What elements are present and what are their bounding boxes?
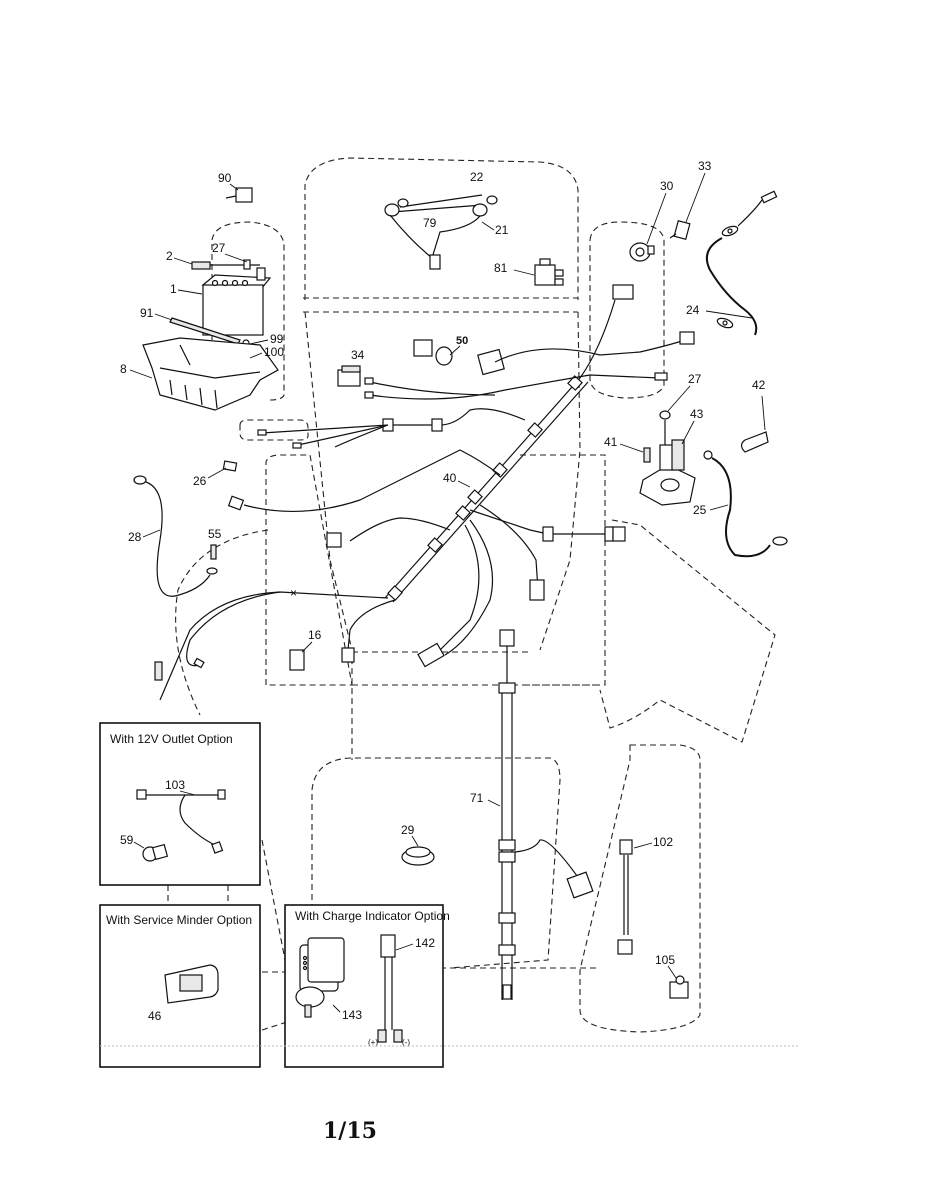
region-bottom-center bbox=[311, 757, 561, 969]
callout-143: 143 bbox=[342, 1008, 362, 1022]
battery-assembly bbox=[142, 187, 279, 411]
region-bottom-right bbox=[579, 744, 701, 1033]
option-box-12v-outlet: With 12V Outlet Option 103 59 bbox=[99, 722, 261, 886]
plus-terminal-label: (+) bbox=[368, 1038, 378, 1047]
page-number: 1/15 bbox=[323, 1118, 377, 1144]
part-41-screw bbox=[643, 447, 651, 463]
option-title-12v-outlet: With 12V Outlet Option bbox=[110, 732, 233, 746]
headlight-assembly bbox=[384, 194, 498, 270]
callout-105: 105 bbox=[655, 953, 675, 967]
callout-142: 142 bbox=[415, 936, 435, 950]
callout-100: 100 bbox=[264, 345, 284, 359]
part-81-relay bbox=[534, 258, 564, 286]
part-90-boot bbox=[225, 187, 253, 203]
part-105-component bbox=[669, 975, 689, 999]
callout-16: 16 bbox=[308, 628, 322, 642]
callout-25: 25 bbox=[693, 503, 707, 517]
callout-59: 59 bbox=[120, 833, 134, 847]
part-8-tray bbox=[142, 337, 279, 411]
outline-regions bbox=[167, 157, 776, 1033]
callout-2: 2 bbox=[166, 249, 173, 263]
part-40-main-harness: × bbox=[154, 284, 695, 701]
callout-27-solenoid: 27 bbox=[688, 372, 702, 386]
part-50-switch bbox=[413, 339, 453, 366]
region-connectors bbox=[167, 839, 600, 1031]
part-27-nut-solenoid bbox=[659, 410, 671, 420]
callout-26: 26 bbox=[193, 474, 207, 488]
region-dash-band bbox=[303, 297, 578, 313]
callout-29: 29 bbox=[401, 823, 415, 837]
callout-50: 50 bbox=[456, 335, 468, 347]
region-center bbox=[304, 311, 581, 760]
callout-91: 91 bbox=[140, 306, 154, 320]
region-small-left bbox=[239, 419, 309, 441]
part-55-bolt bbox=[210, 544, 217, 560]
region-center-rect bbox=[265, 454, 353, 686]
part-25-cable bbox=[703, 450, 788, 558]
callout-22: 22 bbox=[470, 170, 484, 184]
part-43-solenoid bbox=[639, 420, 696, 506]
callout-28: 28 bbox=[128, 530, 142, 544]
callout-55: 55 bbox=[208, 527, 222, 541]
callout-46: 46 bbox=[148, 1009, 162, 1023]
option-title-charge-indicator: With Charge Indicator Option bbox=[295, 909, 450, 923]
callout-43: 43 bbox=[690, 407, 704, 421]
part-2-bolt bbox=[191, 261, 260, 270]
minus-terminal-label: (-) bbox=[402, 1038, 410, 1047]
callouts: 90 27 2 1 91 99 100 8 22 79 21 81 50 34 … bbox=[120, 159, 766, 979]
part-46-service-minder bbox=[164, 964, 219, 1004]
part-27-nut bbox=[243, 259, 251, 270]
part-26-fuse bbox=[222, 460, 238, 472]
part-34-switch bbox=[337, 365, 361, 387]
callout-90: 90 bbox=[218, 171, 232, 185]
callout-71: 71 bbox=[470, 791, 484, 805]
region-battery bbox=[211, 221, 285, 401]
option-title-service-minder: With Service Minder Option bbox=[106, 913, 252, 927]
callout-1: 1 bbox=[170, 282, 177, 296]
callout-30: 30 bbox=[660, 179, 674, 193]
part-142-harness bbox=[377, 934, 403, 1043]
callout-8: 8 bbox=[120, 362, 127, 376]
region-right-rect bbox=[520, 454, 606, 686]
callout-42: 42 bbox=[752, 378, 766, 392]
callout-41: 41 bbox=[604, 435, 618, 449]
part-42-boot bbox=[740, 431, 769, 453]
part-28-cable bbox=[133, 475, 218, 597]
part-59-outlet bbox=[142, 843, 169, 862]
part-1-battery bbox=[201, 267, 272, 336]
part-24-cable bbox=[706, 190, 778, 336]
callout-34: 34 bbox=[351, 348, 365, 362]
part-33-key bbox=[669, 219, 691, 241]
callout-103: 103 bbox=[165, 778, 185, 792]
callout-24: 24 bbox=[686, 303, 700, 317]
region-right-fan bbox=[599, 519, 776, 743]
callout-99: 99 bbox=[270, 332, 284, 346]
part-29-grommet bbox=[401, 846, 435, 866]
part-143-charge-indicator bbox=[295, 937, 345, 1018]
region-left-arc bbox=[175, 529, 269, 716]
callout-33: 33 bbox=[698, 159, 712, 173]
part-16-connector bbox=[289, 649, 305, 671]
part-module-square bbox=[477, 348, 505, 376]
part-30-ignition-switch bbox=[629, 242, 655, 262]
option-box-charge-indicator: With Charge Indicator Option 143 142 (+)… bbox=[284, 904, 450, 1068]
part-102-harness bbox=[617, 839, 633, 955]
region-lower-dashes bbox=[352, 651, 600, 686]
callout-40: 40 bbox=[443, 471, 457, 485]
callout-21: 21 bbox=[495, 223, 509, 237]
callout-102: 102 bbox=[653, 835, 673, 849]
callout-27: 27 bbox=[212, 241, 226, 255]
callout-81: 81 bbox=[494, 261, 508, 275]
region-ignition bbox=[589, 221, 665, 399]
part-71-harness bbox=[498, 629, 594, 1000]
option-box-service-minder: With Service Minder Option 46 bbox=[99, 904, 261, 1068]
part-103-harness bbox=[136, 789, 226, 854]
region-hood bbox=[304, 157, 579, 300]
splice-mark: × bbox=[290, 586, 297, 600]
callout-79: 79 bbox=[423, 216, 437, 230]
